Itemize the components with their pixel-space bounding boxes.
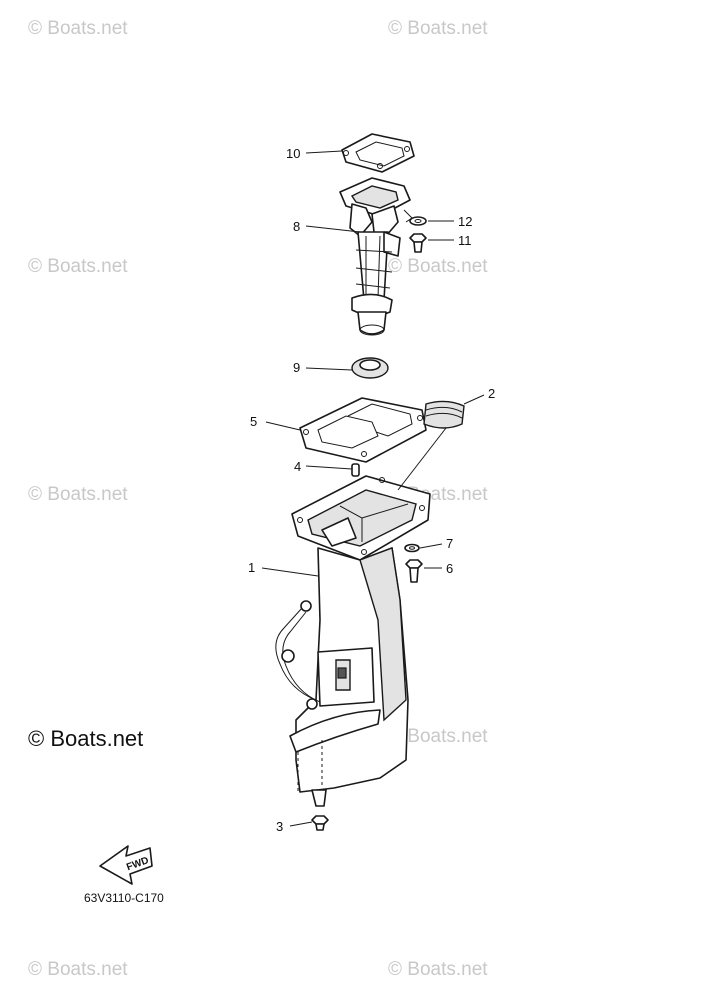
part-9-grommet <box>351 357 389 379</box>
watermark-bottom-right: © Boats.net <box>388 959 488 980</box>
diagram-code: 63V3110-C170 <box>84 891 164 905</box>
part-11-bolt <box>409 233 427 253</box>
callout-5: 5 <box>250 414 257 429</box>
callout-10: 10 <box>286 146 300 161</box>
callout-6: 6 <box>446 561 453 576</box>
watermark-middle-left: © Boats.net <box>28 484 128 505</box>
part-6-bolt <box>405 559 423 583</box>
part-12-washer <box>409 216 427 226</box>
boats-net-watermark: © Boats.net <box>28 726 143 751</box>
watermark-lower-right: © Boats.net <box>388 726 488 747</box>
part-4-dowel-pin <box>351 463 360 477</box>
part-5-gasket <box>299 397 427 463</box>
watermark-upper-left: © Boats.net <box>28 256 128 277</box>
callout-7: 7 <box>446 536 453 551</box>
part-7-washer <box>404 543 420 553</box>
callout-9: 9 <box>293 360 300 375</box>
part-3-drain-plug <box>311 815 329 831</box>
part-2-rubber-seal <box>423 400 465 429</box>
callout-11: 11 <box>458 233 472 248</box>
callout-12: 12 <box>458 214 472 229</box>
callout-8: 8 <box>293 219 300 234</box>
callout-1: 1 <box>248 560 255 575</box>
leader-lines <box>261 150 485 827</box>
callout-2: 2 <box>488 386 495 401</box>
part-10-gasket <box>341 133 415 173</box>
callout-3: 3 <box>276 819 283 834</box>
watermark-upper-right: © Boats.net <box>388 256 488 277</box>
part-8-exhaust-guide <box>339 177 413 336</box>
watermark-top-left: © Boats.net <box>28 18 128 39</box>
part-1-upper-casing <box>275 475 431 807</box>
fwd-arrow-icon: FWD <box>99 845 153 885</box>
watermark-bottom-left: © Boats.net <box>28 959 128 980</box>
callout-4: 4 <box>294 459 301 474</box>
watermark-top-right: © Boats.net <box>388 18 488 39</box>
